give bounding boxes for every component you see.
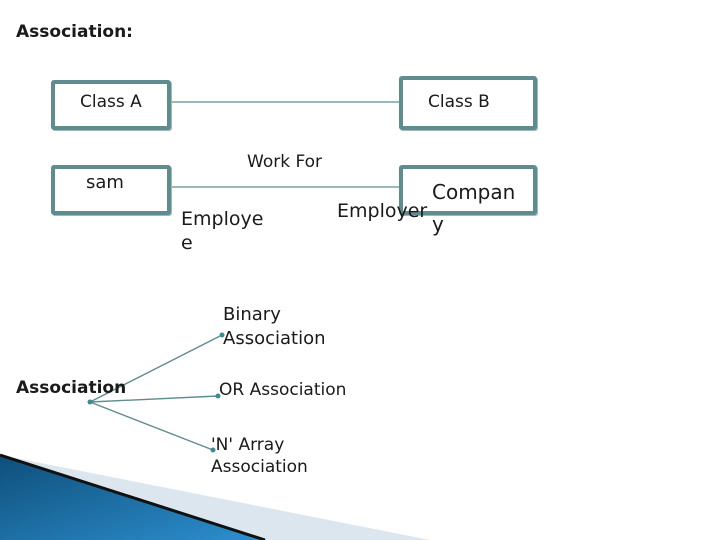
class-a-label: Class A: [80, 92, 142, 112]
node-or: [215, 393, 221, 399]
association-name: Work For: [247, 152, 323, 172]
sam-box: [51, 165, 171, 215]
binary-association-label: Binary Association: [223, 304, 326, 349]
sam-label: sam: [86, 172, 124, 193]
company-label: Compan y: [432, 180, 516, 236]
branch-narray-line: [89, 401, 214, 451]
decor-dark-stripe: [0, 453, 266, 540]
class-b-label: Class B: [428, 92, 490, 112]
branch-or-line: [89, 395, 219, 403]
branch-binary-line: [89, 334, 223, 403]
node-binary: [219, 332, 225, 338]
or-association-label: OR Association: [219, 380, 347, 400]
left-role-label: Employe e: [181, 208, 264, 254]
right-role-label: Employer: [337, 200, 428, 222]
node-root: [87, 399, 93, 405]
node-narray: [210, 447, 216, 453]
company-box: [399, 165, 537, 215]
class-b-box: [399, 76, 537, 130]
slide-title: Association:: [16, 22, 133, 42]
class-a-box: [51, 80, 171, 130]
tree-root-label: Association: [16, 378, 127, 398]
narray-association-label: 'N' Array Association: [211, 435, 308, 477]
